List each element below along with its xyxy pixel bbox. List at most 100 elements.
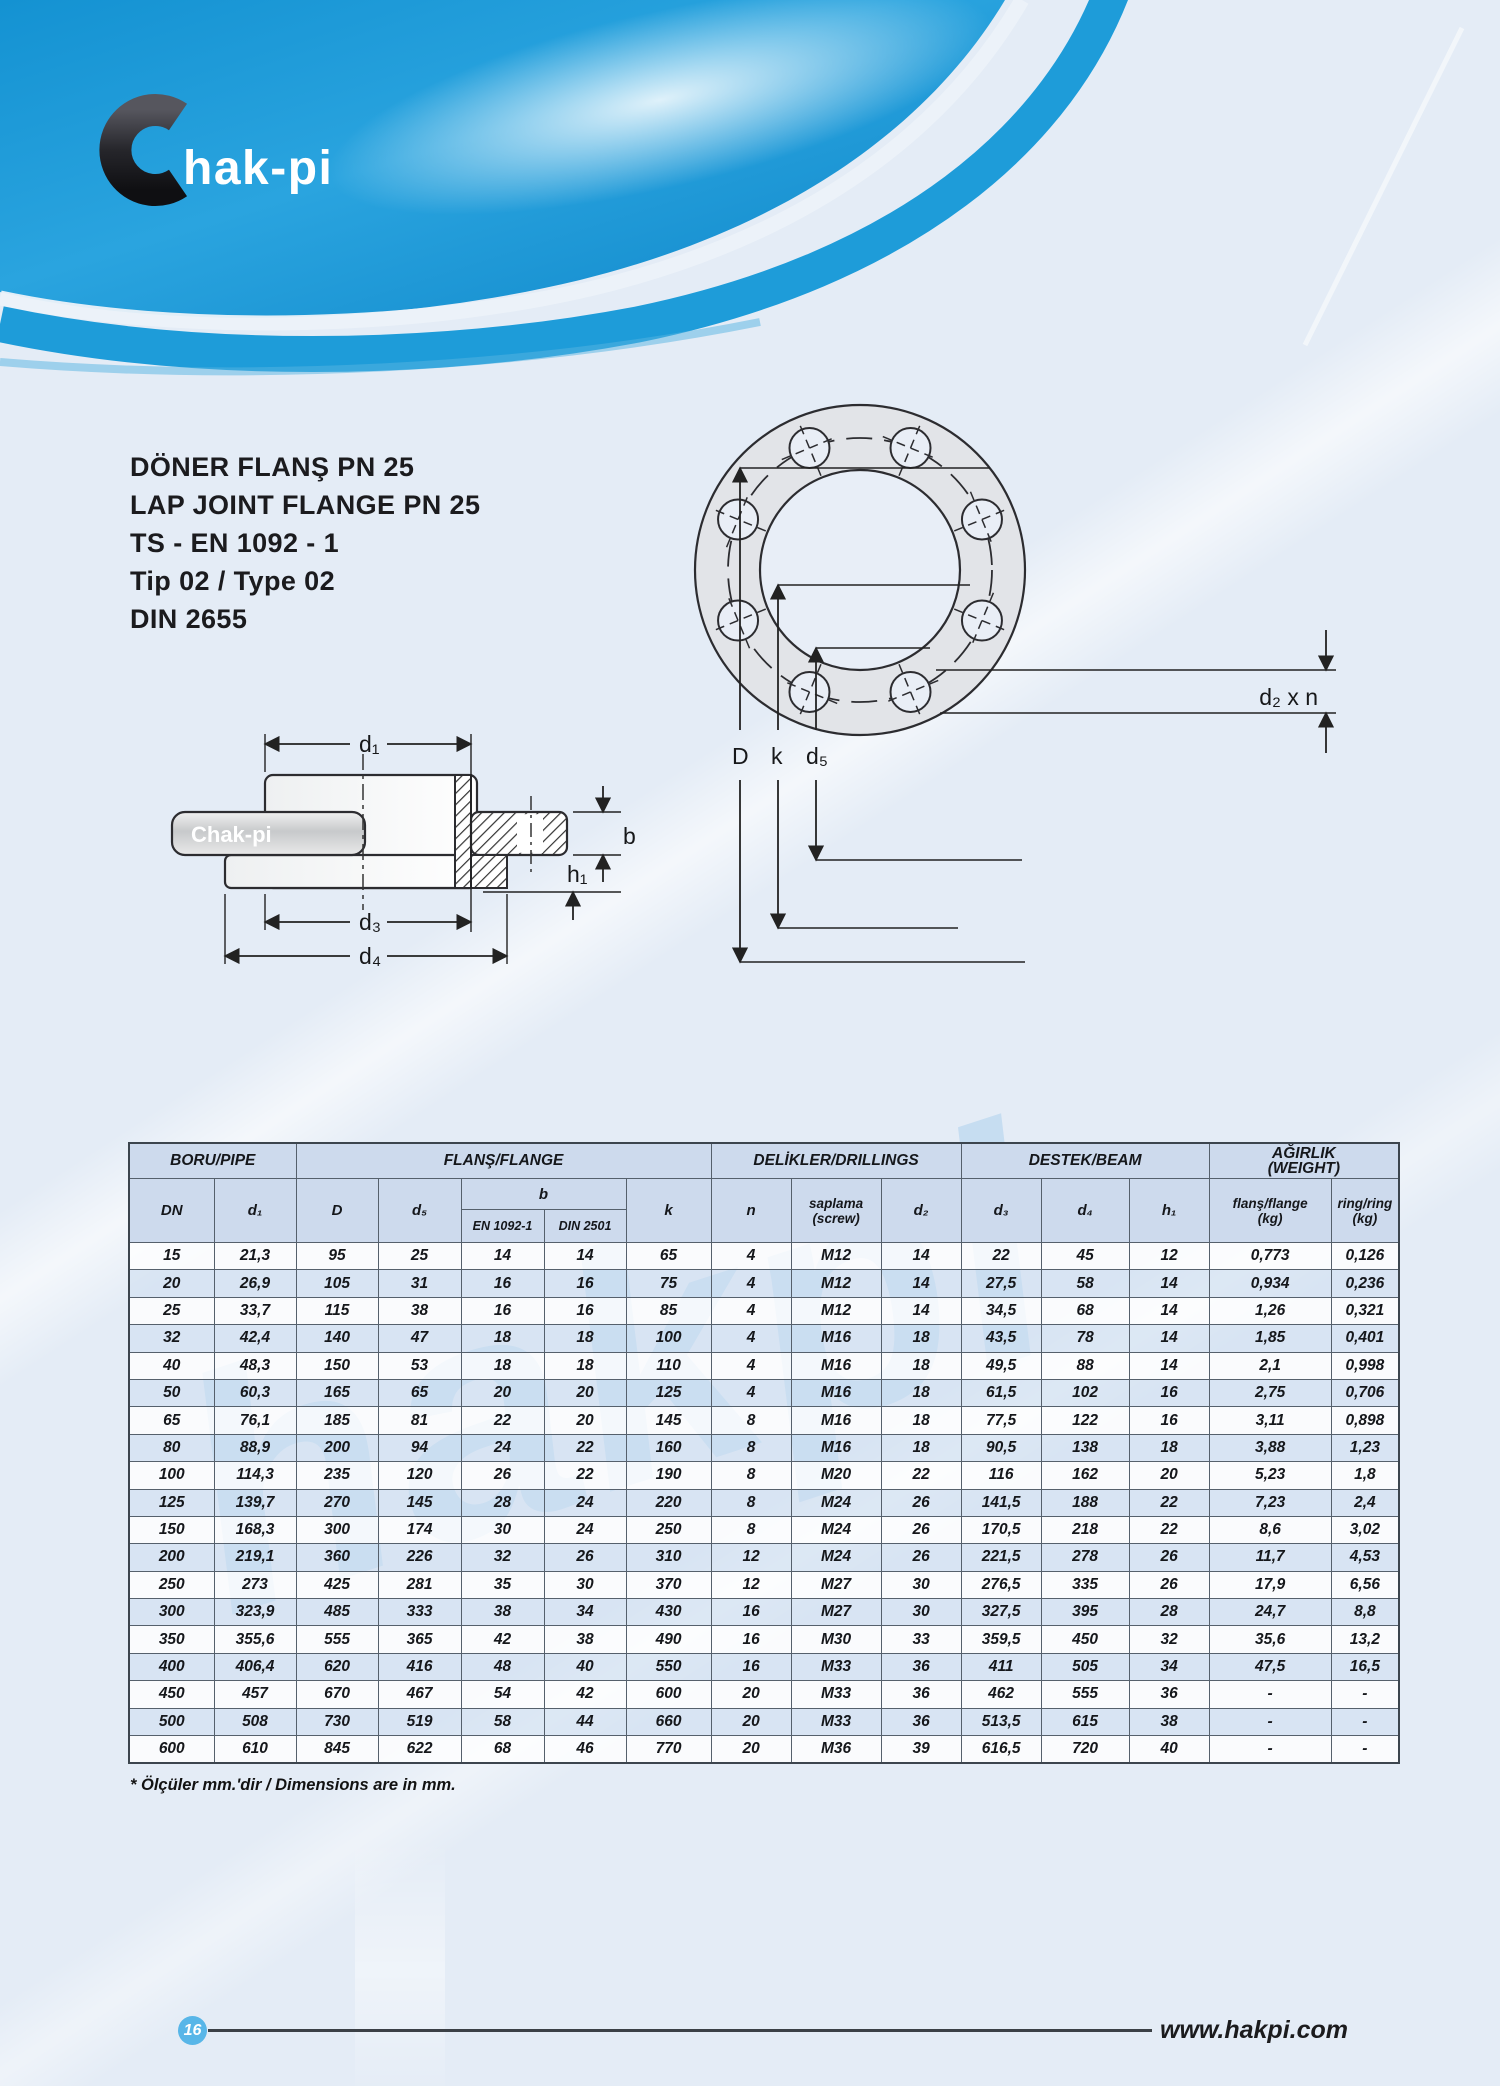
table-cell: M24 <box>790 1543 882 1572</box>
table-cell: 8 <box>710 1433 792 1463</box>
table-cell: 140 <box>295 1324 379 1353</box>
table-cell: 65 <box>377 1378 462 1408</box>
table-cell: 58 <box>1040 1269 1130 1298</box>
ring-bolt-gap <box>517 814 543 853</box>
table-cell: 36 <box>880 1680 962 1709</box>
table-cell: 395 <box>1040 1598 1130 1627</box>
table-cell: 327,5 <box>960 1598 1042 1627</box>
logo-pipe-elbow-icon <box>99 94 188 206</box>
table-cell: 22 <box>1128 1515 1210 1545</box>
table-cell: 43,5 <box>960 1324 1042 1353</box>
table-cell: 335 <box>1040 1570 1130 1600</box>
table-cell: 38 <box>377 1296 462 1326</box>
table-cell: 115 <box>295 1296 379 1326</box>
table-cell: 3,88 <box>1208 1433 1332 1463</box>
table-cell: 20 <box>543 1378 627 1408</box>
table-cell: 508 <box>213 1707 297 1737</box>
table-cell: 610 <box>213 1735 297 1764</box>
table-cell: M12 <box>790 1296 882 1326</box>
table-cell: 16 <box>543 1269 627 1298</box>
table-cell: 35 <box>460 1570 545 1600</box>
bolt-hole-centerline <box>969 592 995 649</box>
table-column-header-row: DN d₁ D d₅ b k n saplama (screw) d₂ d₃ d… <box>128 1178 1400 1243</box>
background-streak <box>355 1840 445 2086</box>
table-cell: 22 <box>543 1461 627 1490</box>
table-cell: 310 <box>625 1543 712 1572</box>
table-cell: 7,23 <box>1208 1488 1332 1517</box>
table-cell: M27 <box>790 1570 882 1600</box>
bolt-hole-centerline <box>797 663 822 720</box>
wave-right-streak <box>1302 26 1465 347</box>
table-cell: 94 <box>377 1433 462 1463</box>
table-cell: 250 <box>128 1570 215 1600</box>
table-cell: 16 <box>1128 1406 1210 1435</box>
col-b-din2501: DIN 2501 <box>543 1209 627 1243</box>
table-cell: 278 <box>1040 1543 1130 1572</box>
table-cell: M16 <box>790 1324 882 1353</box>
table-cell: M16 <box>790 1378 882 1408</box>
table-cell: 235 <box>295 1461 379 1490</box>
table-cell: 450 <box>128 1680 215 1709</box>
table-cell: 35,6 <box>1208 1625 1332 1654</box>
table-cell: 22 <box>880 1461 962 1490</box>
table-cell: 18 <box>543 1351 627 1380</box>
table-cell: 88,9 <box>213 1433 297 1463</box>
table-cell: 18 <box>880 1406 962 1435</box>
table-cell: 58 <box>460 1707 545 1737</box>
table-cell: 100 <box>128 1461 215 1490</box>
table-cell: 457 <box>213 1680 297 1709</box>
table-cell: 77,5 <box>960 1406 1042 1435</box>
bolt-hole-centerline <box>898 663 923 720</box>
table-cell: 600 <box>625 1680 712 1709</box>
collar-hatch-foot <box>470 854 508 889</box>
dim-label-d1: d₁ <box>359 731 380 757</box>
table-cell: 4 <box>710 1378 792 1408</box>
table-cell: 8 <box>710 1515 792 1545</box>
table-cell: 30 <box>880 1570 962 1600</box>
table-cell: 16 <box>710 1625 792 1654</box>
table-cell: 300 <box>128 1598 215 1627</box>
table-cell: 34 <box>543 1598 627 1627</box>
table-cell: 22 <box>460 1406 545 1435</box>
table-cell: 38 <box>543 1625 627 1654</box>
table-cell: 8 <box>710 1461 792 1490</box>
table-cell: 110 <box>625 1351 712 1380</box>
table-cell: 46 <box>543 1735 627 1764</box>
col-d5: d₅ <box>377 1178 462 1243</box>
table-cell: M33 <box>790 1680 882 1709</box>
drawing-front-view: D k d₅ d₂ x n <box>693 403 1336 964</box>
table-cell: - <box>1330 1735 1400 1764</box>
dim-label-d4: d₄ <box>359 943 381 969</box>
table-cell: 24 <box>543 1515 627 1545</box>
table-cell: 78 <box>1040 1324 1130 1353</box>
logo-text: hak-pi <box>183 142 333 195</box>
table-cell: 411 <box>960 1652 1042 1682</box>
table-cell: - <box>1330 1680 1400 1709</box>
table-cell: 4 <box>710 1324 792 1353</box>
standard-din: DIN 2655 <box>130 604 248 634</box>
dim-label-h1: h₁ <box>567 861 588 887</box>
standard-ts-en: TS - EN 1092 - 1 <box>130 528 339 558</box>
table-cell: 76,1 <box>213 1406 297 1435</box>
table-cell: 32 <box>128 1324 215 1353</box>
table-cell: 100 <box>625 1324 712 1353</box>
table-cell: 1,8 <box>1330 1461 1400 1490</box>
table-cell: 4,53 <box>1330 1543 1400 1572</box>
table-cell: M24 <box>790 1515 882 1545</box>
group-boru-pipe: BORU/PIPE <box>128 1142 297 1179</box>
bolt-hole <box>788 427 831 470</box>
table-cell: 22 <box>543 1433 627 1463</box>
table-cell: 14 <box>1128 1269 1210 1298</box>
drawing-section-view: Chak-pi d₁ d₃ d₄ b h₁ <box>170 731 636 969</box>
table-cell: 36 <box>880 1652 962 1682</box>
table-cell: - <box>1208 1735 1332 1764</box>
col-b-en1092: EN 1092-1 <box>460 1209 545 1243</box>
table-cell: M33 <box>790 1652 882 1682</box>
table-cell: 12 <box>1128 1241 1210 1271</box>
table-cell: 500 <box>128 1707 215 1737</box>
